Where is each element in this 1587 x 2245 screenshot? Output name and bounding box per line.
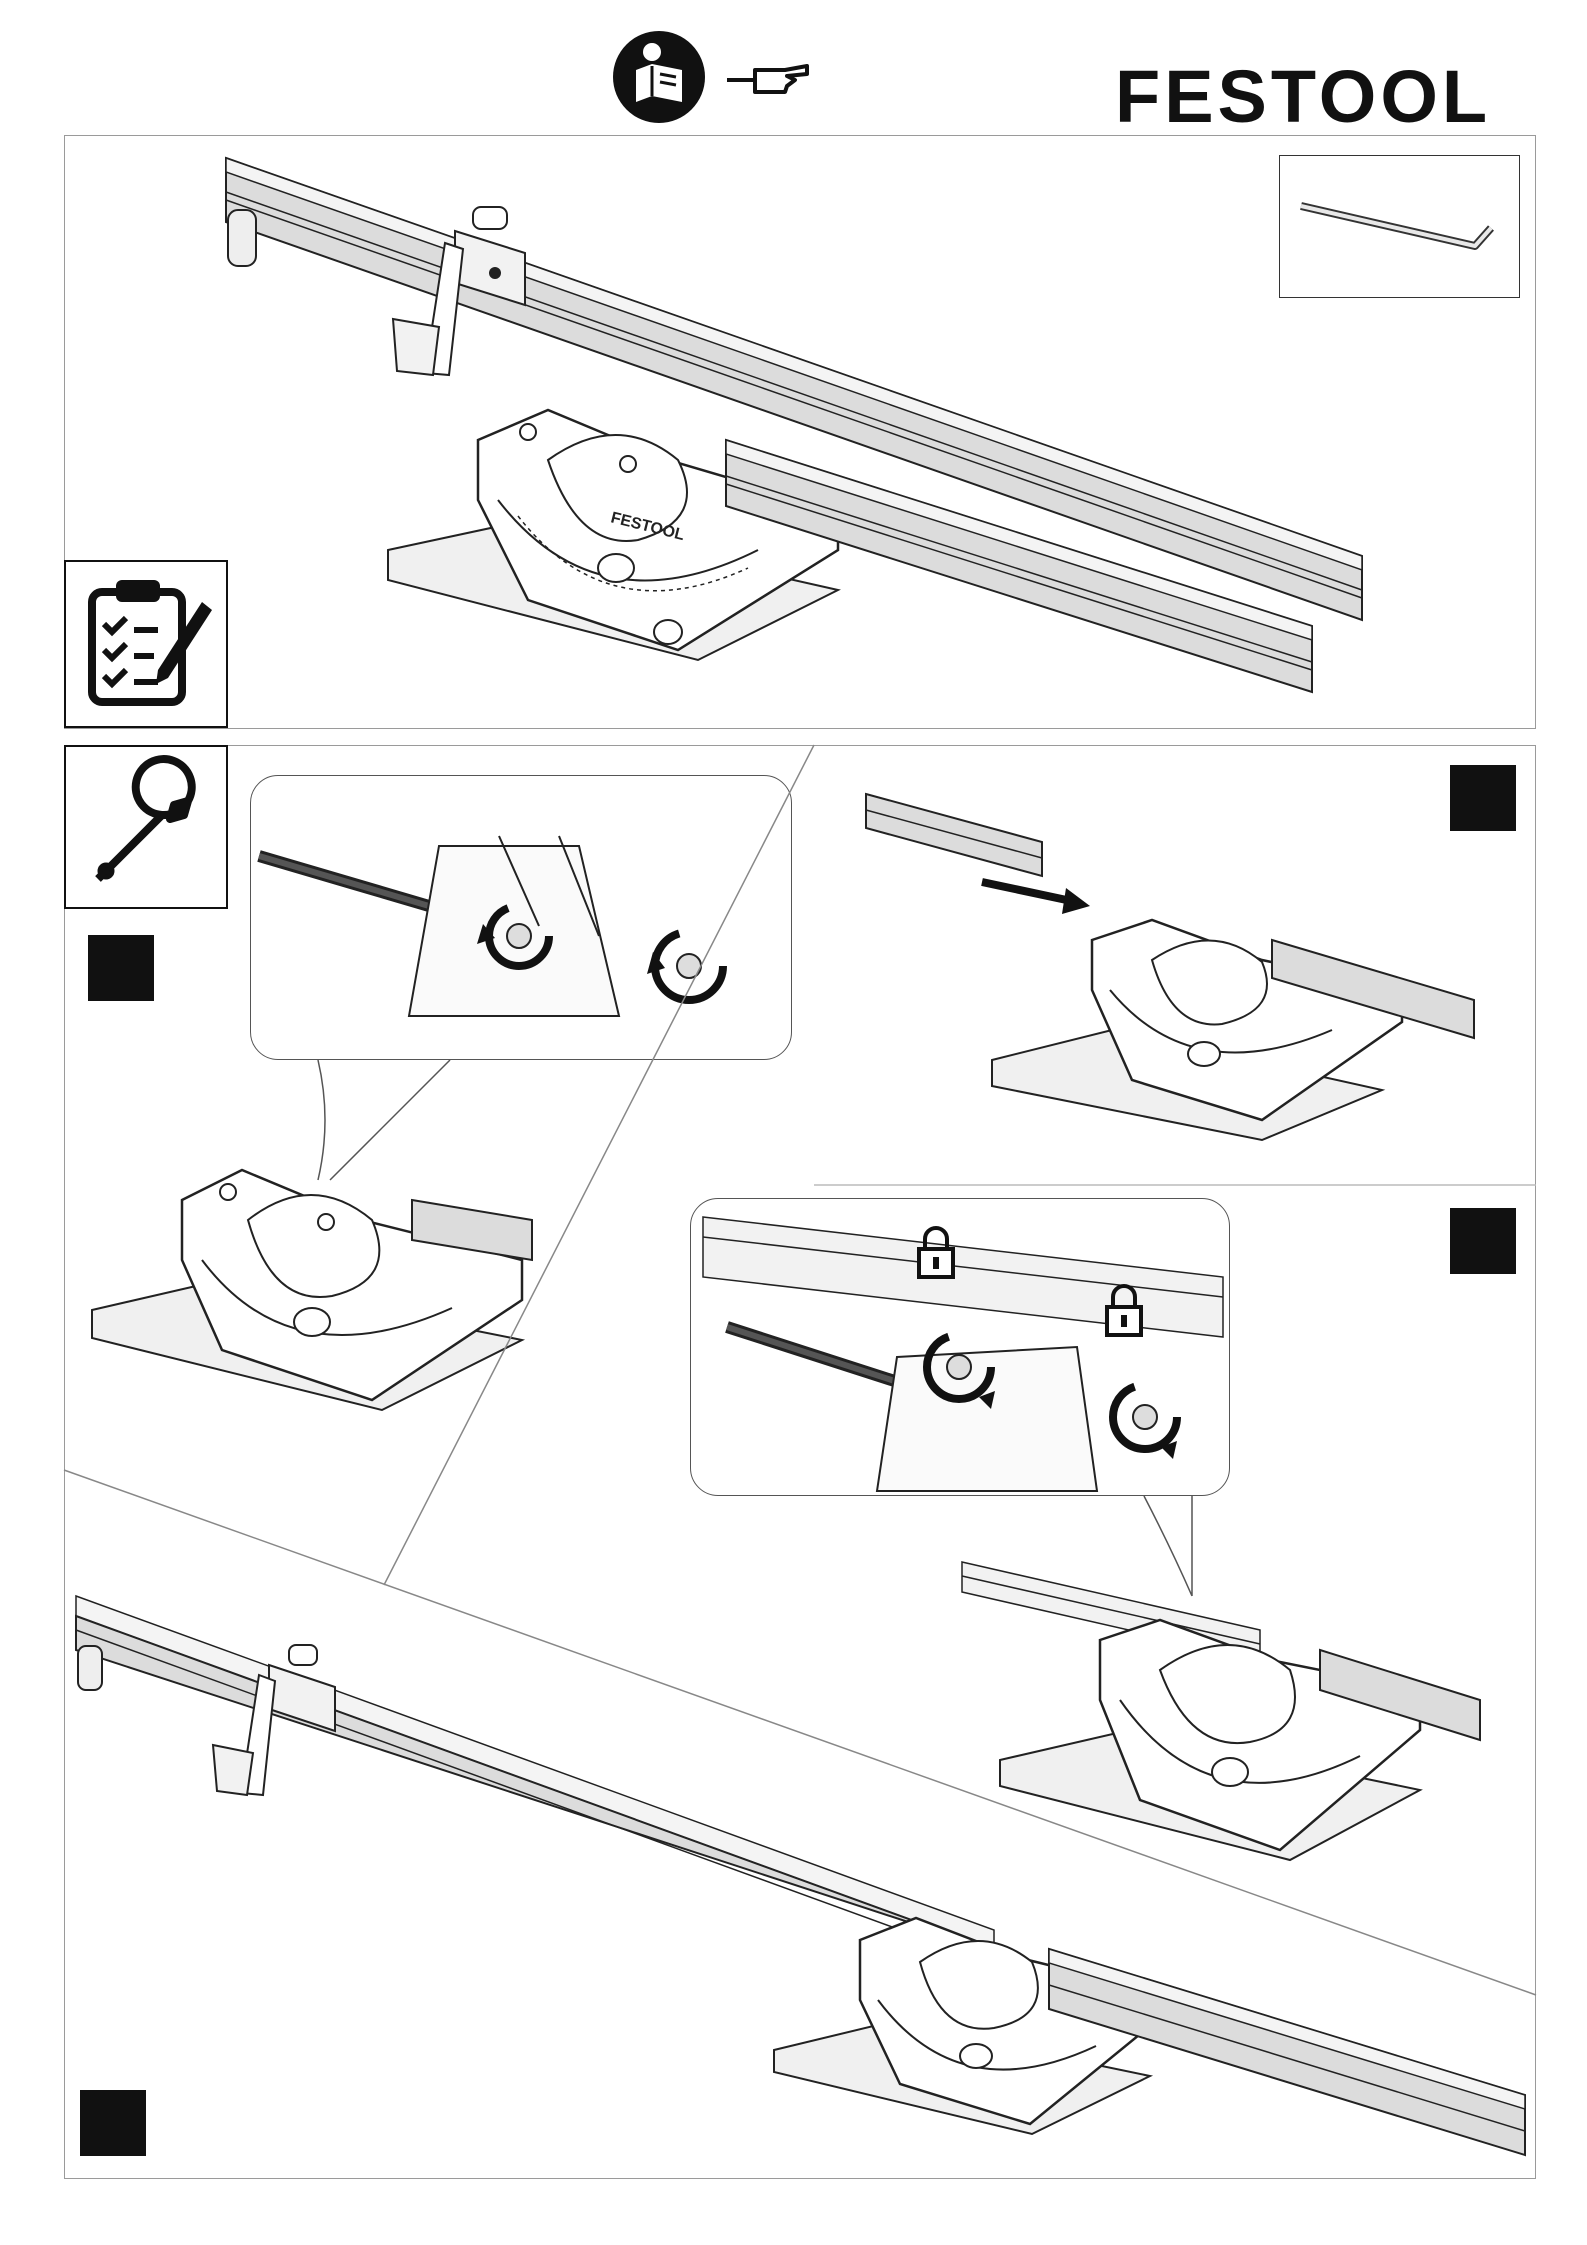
read-manual-icon	[612, 30, 707, 125]
flip-stop	[385, 195, 555, 385]
lock-icon	[919, 1228, 953, 1277]
flip-stop-step-4	[205, 1635, 355, 1805]
tighten-screws-detail	[697, 1207, 1223, 1491]
festool-logo: FESTOOL	[1115, 60, 1491, 134]
checklist-icon	[78, 574, 218, 714]
step-2-insert-rail	[862, 790, 1482, 1150]
short-fence-rail	[722, 430, 1322, 710]
step-4-marker	[80, 2090, 146, 2156]
mitre-head-step-3	[960, 1560, 1490, 1880]
assembled-short-rail	[1045, 1945, 1535, 2165]
step-3-detail-callout	[690, 1198, 1230, 1496]
pointing-hand-icon	[725, 62, 810, 98]
step-3-marker	[1450, 1208, 1516, 1274]
contents-icon-box	[64, 560, 228, 728]
